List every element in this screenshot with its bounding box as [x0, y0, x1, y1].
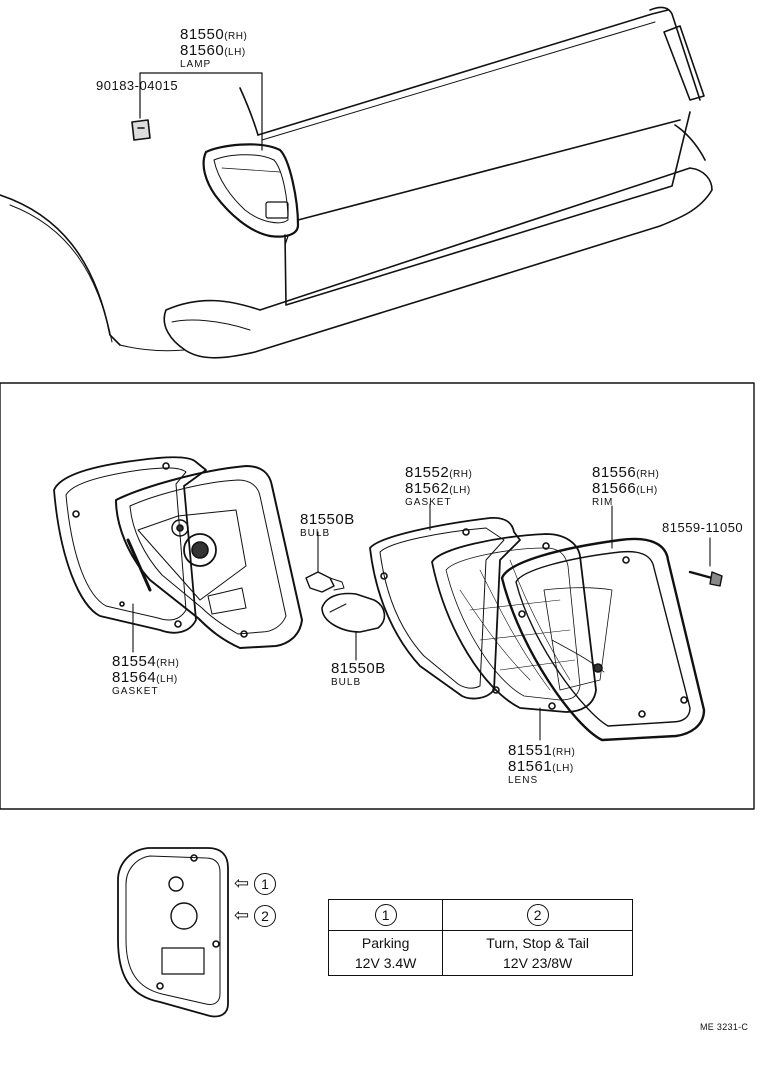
bulb-spec-table: 1 2 Parking 12V 3.4W Turn, Stop & Tail 1… [327, 899, 633, 976]
leader-lines-exploded [132, 503, 711, 741]
lens-drawing [431, 533, 597, 713]
body-gasket-label: 81554(RH) 81564(LH) GASKET [112, 653, 180, 697]
screw-drawing [688, 570, 723, 587]
socket-marker-2: 2 [254, 905, 276, 927]
clip-part [131, 119, 151, 141]
vehicle-rear-body [0, 6, 713, 359]
exploded-view-frame [0, 382, 755, 810]
screw-label: 81559-11050 [662, 520, 744, 535]
table-cell: Turn, Stop & Tail 12V 23/8W [442, 930, 633, 976]
arrow-left-icon: ⇦ [234, 873, 250, 893]
table-cell: Parking 12V 3.4W [327, 930, 444, 976]
bulb-drawings [305, 571, 386, 633]
small-bulb-label: 81550B BULB [300, 511, 355, 539]
leader-lines-top [139, 72, 289, 246]
diagram-code: ME 3231-C [700, 1022, 749, 1032]
lens-gasket-drawing [369, 517, 521, 700]
table-header-row: 1 2 [327, 899, 633, 931]
table-header-cell: 1 [327, 899, 444, 931]
socket-marker-1: 1 [254, 873, 276, 895]
socket-view-drawing [117, 847, 229, 1018]
table-header-cell: 2 [442, 899, 633, 931]
large-bulb-label: 81550B BULB [331, 660, 386, 688]
lamp-label: 81550(RH) 81560(LH) LAMP [180, 26, 248, 70]
vehicle-lamp [202, 143, 300, 238]
arrow-left-icon: ⇦ [234, 905, 250, 925]
lens-gasket-label: 81552(RH) 81562(LH) GASKET [405, 464, 473, 508]
rim-drawing [500, 537, 706, 742]
lens-label: 81551(RH) 81561(LH) LENS [508, 742, 576, 786]
body-gasket-drawing [53, 456, 207, 634]
clip-label: 90183-04015 [96, 78, 179, 93]
table-row: Parking 12V 3.4W Turn, Stop & Tail 12V 2… [327, 930, 633, 976]
rim-label: 81556(RH) 81566(LH) RIM [592, 464, 660, 508]
lamp-housing-drawing [115, 465, 303, 649]
